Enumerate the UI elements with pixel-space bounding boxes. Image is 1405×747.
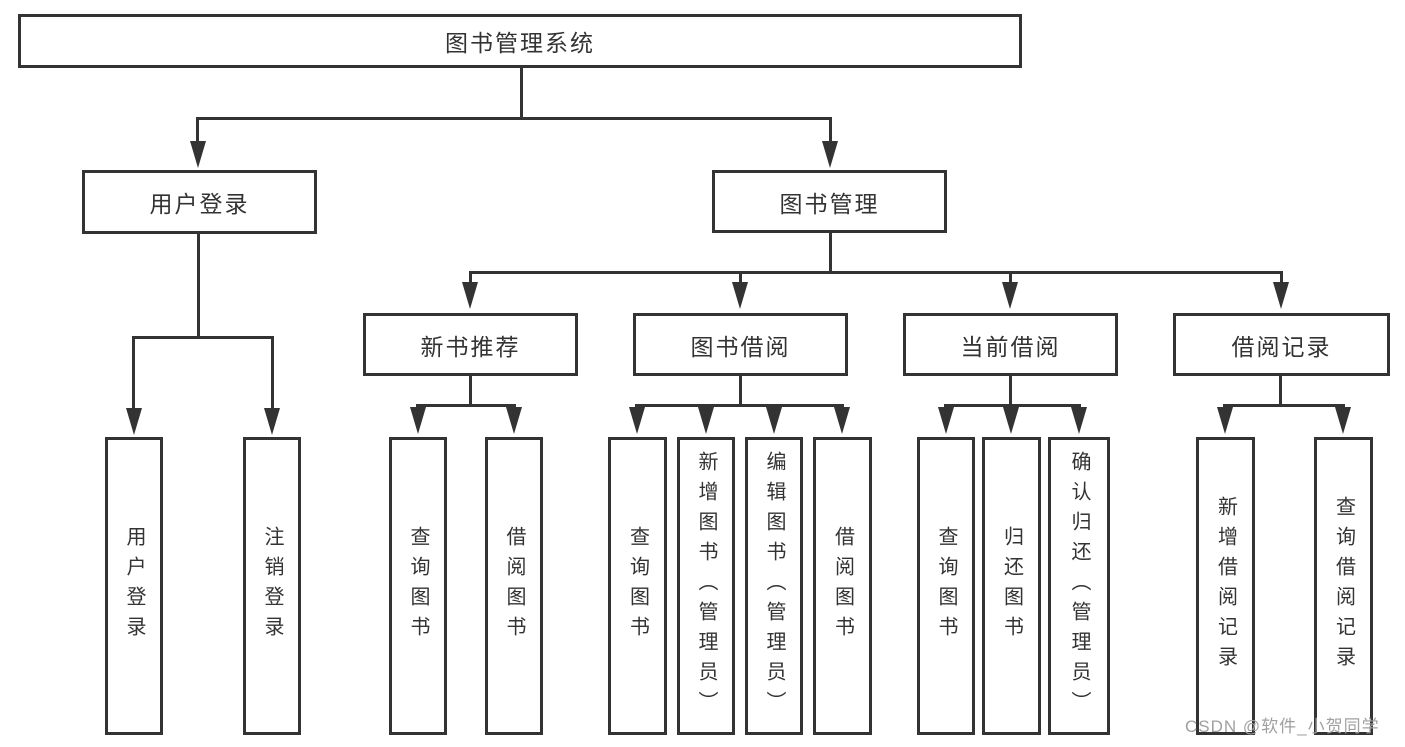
node-label: 用户登录 <box>123 526 145 646</box>
connector-line <box>469 271 1283 274</box>
arrow-down-icon <box>1273 282 1289 309</box>
node-label: 图书管理系统 <box>445 30 595 56</box>
node-label: 借阅记录 <box>1231 333 1332 360</box>
arrow-down-icon <box>629 407 645 434</box>
connector-line <box>739 376 742 407</box>
node-label: 编辑图书（管理员） <box>763 451 785 721</box>
node-label: 借阅图书 <box>503 526 525 646</box>
node-label: 查询图书 <box>626 526 649 646</box>
arrow-down-icon <box>1335 407 1351 434</box>
leaf-edit-books-admin: 编辑图书（管理员） <box>745 437 803 735</box>
node-label: 图书借阅 <box>690 333 791 360</box>
arrow-down-icon <box>264 408 280 435</box>
leaf-query-books-recommend: 查询图书 <box>389 437 447 735</box>
node-label: 新增借阅记录 <box>1214 496 1237 676</box>
node-book-borrowing: 图书借阅 <box>633 313 848 376</box>
connector-line <box>196 117 832 120</box>
node-label: 查询借阅记录 <box>1332 496 1355 676</box>
leaf-logout-login: 注销登录 <box>243 437 301 735</box>
connector-line <box>944 404 1081 407</box>
node-label: 确认归还（管理员） <box>1068 451 1090 721</box>
connector-line <box>197 234 200 339</box>
connector-line <box>829 117 832 143</box>
connector-line <box>271 336 274 410</box>
node-current-borrowing: 当前借阅 <box>903 313 1118 376</box>
arrow-down-icon <box>1003 407 1019 434</box>
leaf-query-books-borrow: 查询图书 <box>608 437 667 735</box>
connector-line <box>469 376 472 407</box>
connector-line <box>132 336 274 339</box>
arrow-down-icon <box>410 407 426 434</box>
leaf-confirm-return-admin: 确认归还（管理员） <box>1048 437 1110 735</box>
node-user-login: 用户登录 <box>82 170 317 234</box>
arrow-down-icon <box>126 408 142 435</box>
node-label: 归还图书 <box>1000 526 1023 646</box>
node-new-book-recommendation: 新书推荐 <box>363 313 578 376</box>
arrow-down-icon <box>1217 407 1233 434</box>
connector-line <box>132 336 135 410</box>
connector-line <box>635 404 844 407</box>
connector-line <box>1279 376 1282 407</box>
node-label: 新增图书（管理员） <box>695 451 717 721</box>
arrow-down-icon <box>190 141 206 168</box>
leaf-add-borrow-record: 新增借阅记录 <box>1196 437 1255 735</box>
leaf-query-borrow-record: 查询借阅记录 <box>1314 437 1373 735</box>
connector-line <box>1009 271 1012 284</box>
node-label: 新书推荐 <box>420 333 521 360</box>
node-label: 查询图书 <box>935 526 957 646</box>
arrow-down-icon <box>938 407 954 434</box>
connector-line <box>196 117 199 143</box>
node-library-management-system: 图书管理系统 <box>18 14 1022 68</box>
leaf-return-books: 归还图书 <box>982 437 1041 735</box>
connector-line <box>1280 271 1283 284</box>
connector-line <box>1223 404 1345 407</box>
connector-line <box>829 233 832 274</box>
leaf-borrow-books-borrow: 借阅图书 <box>813 437 872 735</box>
node-label: 当前借阅 <box>960 333 1061 360</box>
connector-line <box>520 68 523 120</box>
connector-line <box>1009 376 1012 407</box>
arrow-down-icon <box>732 282 748 309</box>
arrow-down-icon <box>1002 282 1018 309</box>
node-label: 用户登录 <box>149 191 250 217</box>
arrow-down-icon <box>766 407 782 434</box>
node-label: 注销登录 <box>261 526 283 646</box>
connector-line <box>739 271 742 284</box>
leaf-borrow-books-recommend: 借阅图书 <box>485 437 543 735</box>
arrow-down-icon <box>698 407 714 434</box>
leaf-user-login: 用户登录 <box>105 437 163 735</box>
node-label: 图书管理 <box>779 190 880 217</box>
node-label: 查询图书 <box>407 526 429 646</box>
node-book-management: 图书管理 <box>712 170 947 233</box>
node-label: 借阅图书 <box>831 526 854 646</box>
arrow-down-icon <box>1071 407 1087 434</box>
arrow-down-icon <box>506 407 522 434</box>
connector-line <box>416 404 516 407</box>
connector-line <box>469 271 472 284</box>
node-borrowing-records: 借阅记录 <box>1173 313 1390 376</box>
watermark: CSDN @软件_小贺同学 <box>1185 717 1380 736</box>
leaf-add-books-admin: 新增图书（管理员） <box>677 437 735 735</box>
arrow-down-icon <box>834 407 850 434</box>
arrow-down-icon <box>462 282 478 309</box>
arrow-down-icon <box>822 141 838 168</box>
leaf-query-books-current: 查询图书 <box>917 437 975 735</box>
